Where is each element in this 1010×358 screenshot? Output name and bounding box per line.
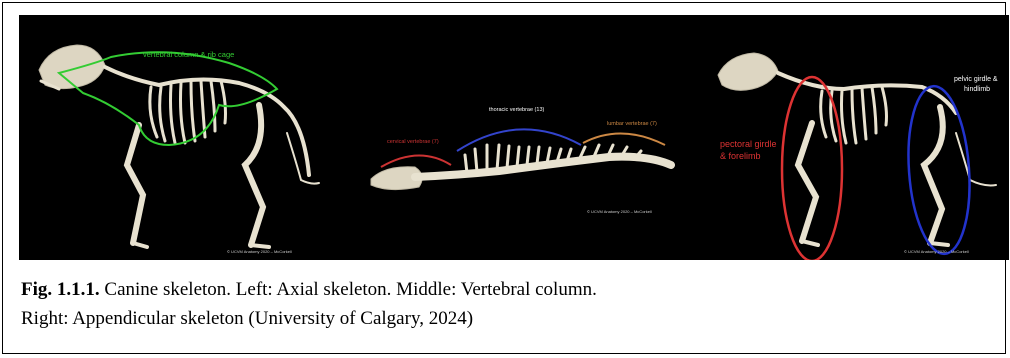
thoracic-label: thoracic vertebrae (13) <box>489 107 544 113</box>
pelvic-label-line1: pelvic girdle & <box>954 76 998 83</box>
appendicular-skeleton-panel: pectoral girdle & forelimb pelvic girdle… <box>694 15 1009 260</box>
middle-copyright: © UCVM Anatomy 2020 – McCorkell <box>587 209 652 214</box>
axial-skeleton-panel: vertebral column & rib cage © UCVM Anato… <box>19 15 349 260</box>
pectoral-label-line2: & forelimb <box>720 151 761 161</box>
right-copyright: © UCVM Anatomy 2020 – McCorkell <box>904 249 969 254</box>
figure-caption: Fig. 1.1.1. Canine skeleton. Left: Axial… <box>21 275 981 333</box>
figure-number: Fig. 1.1.1. <box>21 279 100 300</box>
skeleton-figure: vertebral column & rib cage © UCVM Anato… <box>19 15 1009 260</box>
cervical-label: cervical vertebrae (7) <box>387 139 439 145</box>
appendicular-skeleton-image: pectoral girdle & forelimb pelvic girdle… <box>694 15 1009 260</box>
figure-frame: vertebral column & rib cage © UCVM Anato… <box>2 2 1006 354</box>
lumbar-label: lumbar vertebrae (7) <box>607 121 657 127</box>
caption-line1: Fig. 1.1.1. Canine skeleton. Left: Axial… <box>21 275 981 304</box>
pectoral-label-line1: pectoral girdle <box>720 139 777 149</box>
pelvic-label-line2: hindlimb <box>964 86 990 93</box>
vertebral-rib-label: vertebral column & rib cage <box>143 50 234 59</box>
axial-skeleton-image: vertebral column & rib cage © UCVM Anato… <box>19 15 349 260</box>
vertebral-column-panel: cervical vertebrae (7) thoracic vertebra… <box>349 15 694 260</box>
caption-line1-text: Canine skeleton. Left: Axial skeleton. M… <box>100 279 597 300</box>
caption-line2: Right: Appendicular skeleton (University… <box>21 304 981 333</box>
left-copyright: © UCVM Anatomy 2020 – McCorkell <box>227 249 292 254</box>
vertebral-column-image: cervical vertebrae (7) thoracic vertebra… <box>349 15 694 260</box>
